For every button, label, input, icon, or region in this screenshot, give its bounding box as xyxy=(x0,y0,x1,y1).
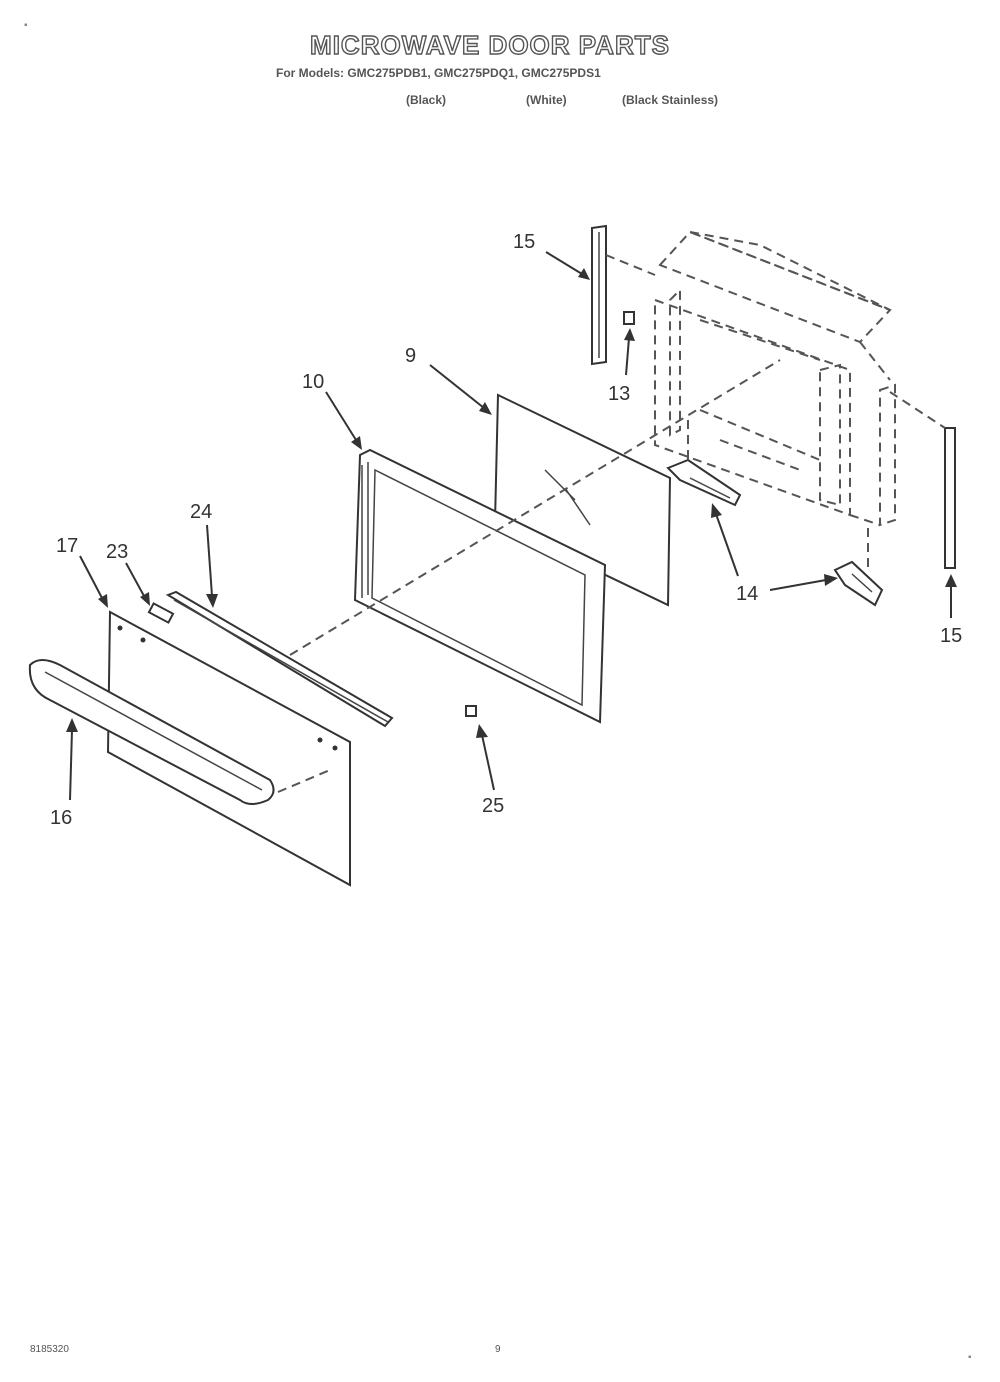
part-13-clip xyxy=(623,311,635,325)
callout-9: 9 xyxy=(405,345,416,367)
part-23-badge xyxy=(147,602,175,624)
part-14-latch-bracket-lower xyxy=(833,560,884,607)
callout-16: 16 xyxy=(50,807,72,829)
part-15-right-strip xyxy=(944,427,956,569)
leader-lines xyxy=(66,251,957,801)
finish-black: (Black) xyxy=(406,93,447,107)
callout-10: 10 xyxy=(302,371,324,393)
alignment-lines xyxy=(277,254,946,793)
finish-black-stainless: (Black Stainless) xyxy=(622,93,719,107)
part-15-top-strip xyxy=(591,224,607,366)
corner-mark: ▪ xyxy=(968,1352,972,1363)
page-number: 9 xyxy=(495,1344,501,1355)
corner-mark: ▪ xyxy=(24,20,28,31)
page-title: MICROWAVE DOOR PARTS xyxy=(309,29,670,60)
callout-24: 24 xyxy=(190,501,212,523)
callout-15-top: 15 xyxy=(513,231,535,253)
part-9-glass-panel xyxy=(493,393,672,607)
part-14-latch-bracket-upper xyxy=(666,458,742,507)
callout-14: 14 xyxy=(736,583,758,605)
document-code: 8185320 xyxy=(30,1344,69,1355)
part-25-clip xyxy=(465,705,477,717)
part-10-door-frame xyxy=(353,448,607,724)
models-line: For Models: GMC275PDB1, GMC275PDQ1, GMC2… xyxy=(276,66,601,80)
callout-13: 13 xyxy=(608,383,630,405)
callout-25: 25 xyxy=(482,795,504,817)
part-16-handle xyxy=(28,659,275,805)
finish-white: (White) xyxy=(526,93,567,107)
part-24-trim-strip xyxy=(165,590,394,728)
callout-17: 17 xyxy=(56,535,78,557)
microwave-cavity-outline xyxy=(654,230,896,527)
callout-15-right: 15 xyxy=(940,625,962,647)
callout-23: 23 xyxy=(106,541,128,563)
